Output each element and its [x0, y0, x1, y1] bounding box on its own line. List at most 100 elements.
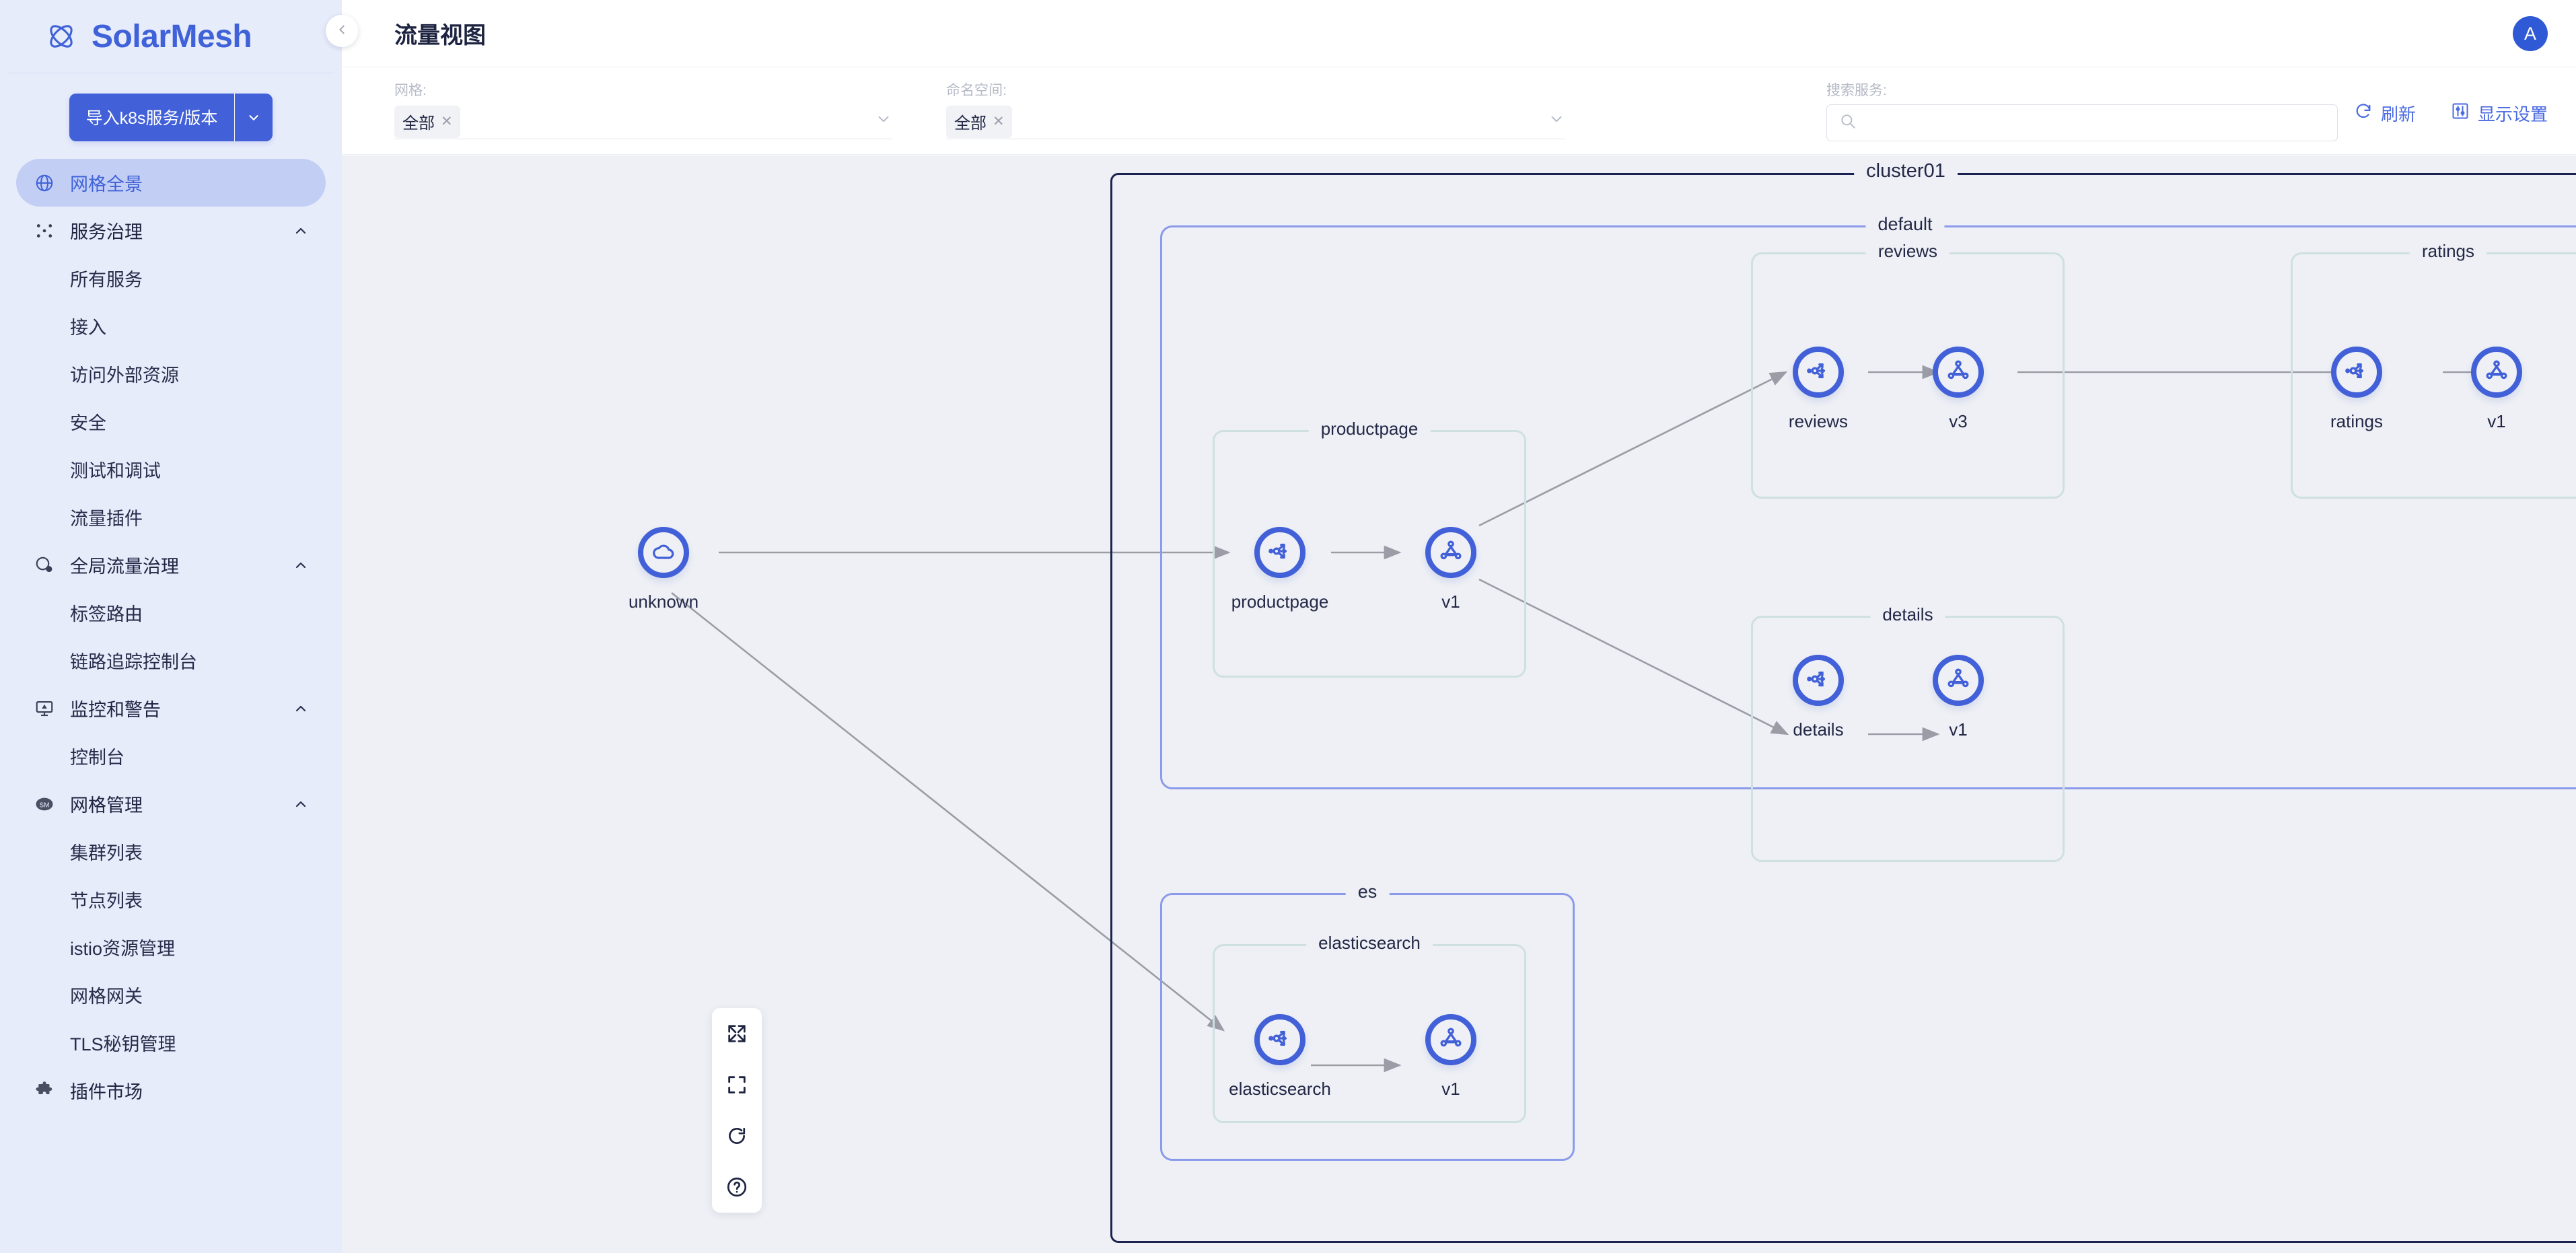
- expand-icon[interactable]: [721, 1017, 753, 1050]
- graph-node-label-unknown: unknown: [628, 592, 699, 612]
- sidebar-sub-label: 控制台: [70, 748, 124, 768]
- sidebar-item-security[interactable]: 安全: [16, 398, 326, 445]
- graph-node-elasticsearch[interactable]: [1254, 1014, 1305, 1065]
- namespace-filter-value: 全部: [954, 114, 987, 133]
- sidebar-group-global-traffic[interactable]: 全局流量治理: [16, 541, 326, 589]
- chevron-down-icon[interactable]: [1548, 110, 1565, 133]
- monitor-alert-icon: [31, 699, 58, 719]
- graph-node-details-v1[interactable]: [1933, 655, 1984, 706]
- traffic-graph-canvas[interactable]: cluster01 default es productpage reviews…: [342, 155, 2576, 1253]
- chevron-up-icon[interactable]: [291, 557, 311, 573]
- chevron-down-icon[interactable]: [875, 110, 892, 133]
- search-box[interactable]: [1826, 104, 2338, 141]
- namespace-label: default: [1865, 214, 1945, 235]
- graph-node-productpage-v1[interactable]: [1425, 527, 1476, 578]
- sm-badge-icon: SM: [31, 794, 58, 814]
- edge-productpage-v1-details: [1478, 578, 1789, 736]
- graph-node-ratings-v1[interactable]: [2471, 347, 2522, 398]
- sidebar-item-tracing-console[interactable]: 链路追踪控制台: [16, 637, 326, 684]
- cluster-box-cluster01[interactable]: cluster01: [1110, 160, 2576, 1243]
- sidebar-sub-label: 网格网关: [70, 987, 143, 1007]
- edge-productpage-v1-reviews: [1478, 371, 1788, 527]
- service-mesh-icon: [31, 221, 58, 241]
- sidebar-item-node-list[interactable]: 节点列表: [16, 875, 326, 923]
- sidebar-item-test-debug[interactable]: 测试和调试: [16, 445, 326, 493]
- refresh-button[interactable]: 刷新: [2354, 101, 2416, 126]
- help-icon[interactable]: [721, 1171, 753, 1203]
- sidebar-group-mesh-management[interactable]: SM 网格管理: [16, 780, 326, 828]
- import-button-separator: [234, 94, 236, 141]
- search-input[interactable]: [1865, 113, 2325, 133]
- mesh-filter-control[interactable]: 全部 ✕: [394, 104, 892, 139]
- sidebar-sub-label: 标签路由: [70, 604, 143, 624]
- namespace-filter-label: 命名空间:: [946, 83, 1007, 98]
- graph-node-label-elasticsearch-v1: v1: [1441, 1079, 1460, 1099]
- chevron-up-icon[interactable]: [291, 223, 311, 239]
- chevron-up-icon[interactable]: [291, 701, 311, 717]
- import-k8s-button[interactable]: 导入k8s服务/版本: [69, 94, 235, 141]
- refresh-label: 刷新: [2380, 104, 2416, 124]
- sidebar-item-ingress[interactable]: 接入: [16, 302, 326, 350]
- service-box-details[interactable]: details: [1751, 604, 2065, 862]
- sidebar-item-external-resources[interactable]: 访问外部资源: [16, 350, 326, 398]
- mesh-filter-value: 全部: [402, 114, 435, 133]
- sidebar-item-label-routing[interactable]: 标签路由: [16, 589, 326, 637]
- namespace-label: es: [1345, 882, 1390, 902]
- sidebar-item-console[interactable]: 控制台: [16, 732, 326, 780]
- service-router-icon: [1805, 357, 1832, 388]
- avatar[interactable]: A: [2513, 16, 2548, 51]
- graph-node-ratings[interactable]: [2331, 347, 2382, 398]
- service-label: elasticsearch: [1306, 933, 1433, 954]
- sidebar-collapse-button[interactable]: [326, 15, 358, 47]
- global-traffic-icon: [31, 555, 58, 575]
- graph-node-reviews[interactable]: [1793, 347, 1844, 398]
- brand-name: SolarMesh: [92, 18, 252, 55]
- sidebar-item-traffic-plugins[interactable]: 流量插件: [16, 493, 326, 541]
- sidebar-item-tls-key-management[interactable]: TLS秘钥管理: [16, 1019, 326, 1067]
- graph-node-elasticsearch-v1[interactable]: [1425, 1014, 1476, 1065]
- namespace-box-es[interactable]: es: [1160, 882, 1575, 1161]
- graph-node-reviews-v3[interactable]: [1933, 347, 1984, 398]
- service-label: reviews: [1865, 241, 1950, 262]
- graph-node-productpage[interactable]: [1254, 527, 1305, 578]
- sidebar-item-istio-resources[interactable]: istio资源管理: [16, 923, 326, 971]
- fit-screen-icon[interactable]: [721, 1069, 753, 1101]
- close-icon[interactable]: ✕: [993, 113, 1005, 129]
- sidebar-sub-label: 集群列表: [70, 843, 143, 863]
- sidebar-item-cluster-list[interactable]: 集群列表: [16, 828, 326, 875]
- main-content: 流量视图 A 网格: 全部 ✕ 命名空间:: [326, 0, 2576, 1253]
- service-router-icon: [1266, 538, 1293, 568]
- graph-node-unknown[interactable]: [638, 527, 689, 578]
- refresh-icon: [2354, 102, 2373, 125]
- workload-icon: [1945, 666, 1972, 696]
- sidebar-group-monitoring-alerts[interactable]: 监控和警告: [16, 684, 326, 732]
- namespace-filter-control[interactable]: 全部 ✕: [946, 104, 1565, 139]
- service-box-productpage[interactable]: productpage: [1213, 419, 1526, 678]
- display-settings-button[interactable]: 显示设置: [2451, 101, 2548, 126]
- namespace-filter[interactable]: 命名空间: 全部 ✕: [946, 79, 1565, 139]
- graph-node-label-productpage: productpage: [1231, 592, 1329, 612]
- sidebar-group-service-governance[interactable]: 服务治理: [16, 207, 326, 254]
- service-box-elasticsearch[interactable]: elasticsearch: [1213, 933, 1526, 1123]
- sidebar-item-mesh-gateway[interactable]: 网格网关: [16, 971, 326, 1019]
- sidebar-item-label: 网格全景: [70, 174, 143, 194]
- sidebar-item-all-services[interactable]: 所有服务: [16, 254, 326, 302]
- sidebar-item-mesh-overview[interactable]: 网格全景: [16, 159, 326, 207]
- graph-node-details[interactable]: [1793, 655, 1844, 706]
- service-box-ratings[interactable]: ratings: [2291, 241, 2576, 499]
- sidebar: SolarMesh 导入k8s服务/版本 网格全景: [0, 0, 342, 1253]
- sidebar-sub-label: 流量插件: [70, 509, 143, 529]
- close-icon[interactable]: ✕: [441, 113, 453, 129]
- service-box-reviews[interactable]: reviews: [1751, 241, 2065, 499]
- workload-icon: [1437, 1025, 1464, 1055]
- sidebar-item-plugin-market[interactable]: 插件市场: [16, 1067, 326, 1114]
- chevron-up-icon[interactable]: [291, 796, 311, 812]
- import-k8s-button-group[interactable]: 导入k8s服务/版本: [69, 94, 273, 141]
- namespace-box-default[interactable]: default: [1160, 214, 2576, 789]
- chevron-left-icon: [334, 22, 349, 40]
- mesh-filter[interactable]: 网格: 全部 ✕: [394, 79, 892, 139]
- sliders-icon: [2451, 102, 2470, 125]
- reload-icon[interactable]: [721, 1120, 753, 1152]
- import-chevron-down-icon[interactable]: [235, 94, 273, 141]
- edge-unknown-elasticsearch: [671, 592, 1225, 1032]
